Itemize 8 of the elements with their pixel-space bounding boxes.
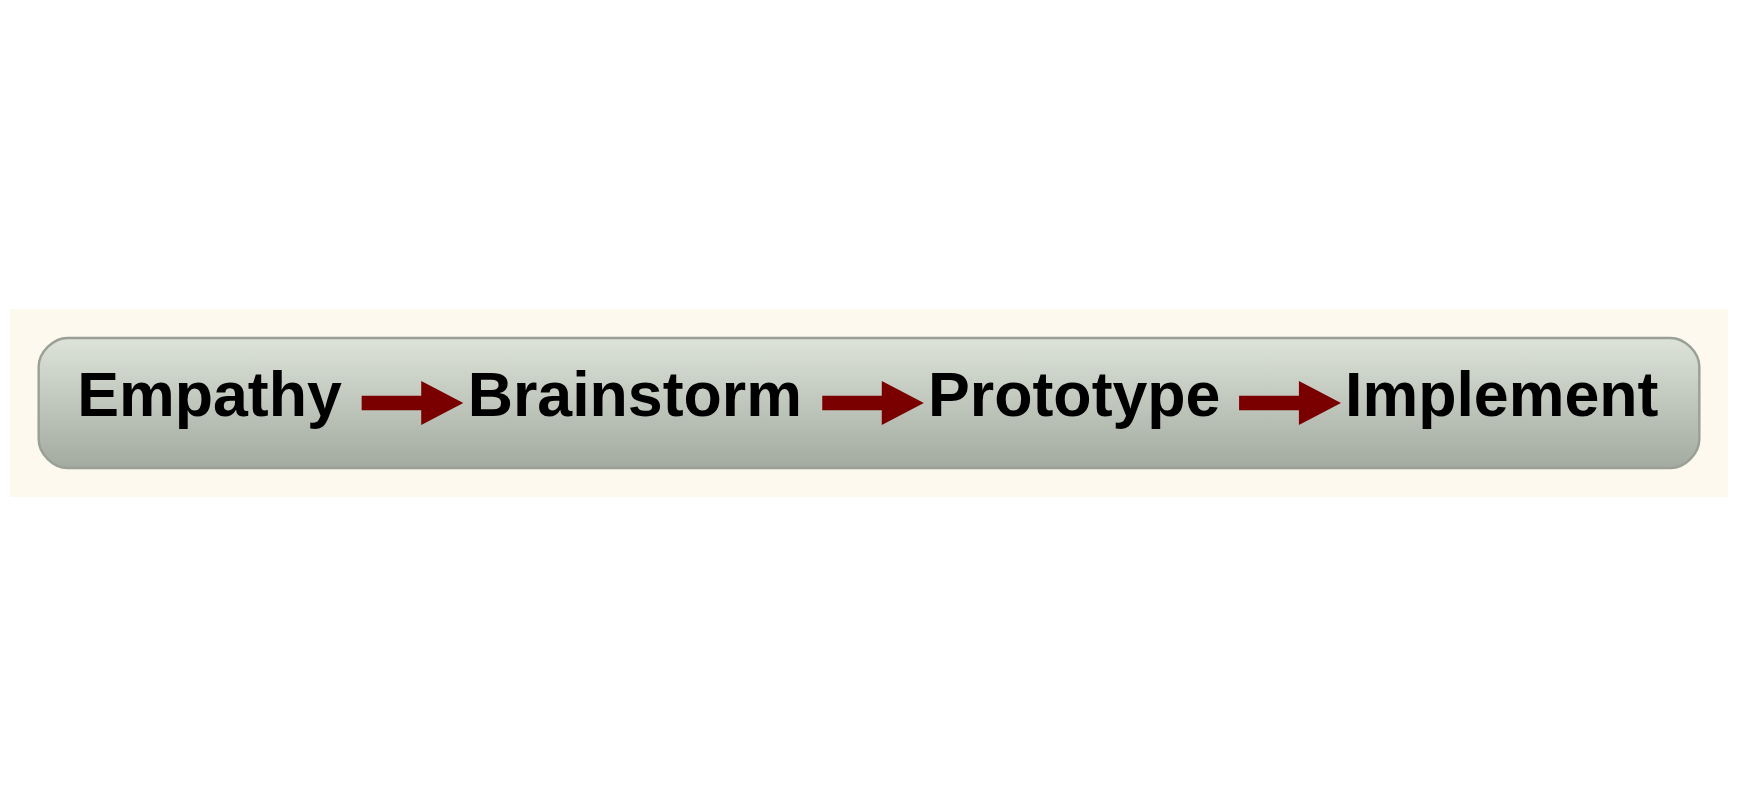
node-text: Brainstorm	[467, 358, 802, 429]
arrow	[822, 380, 924, 425]
node-text: Prototype	[928, 358, 1221, 429]
node-text: Implement	[1345, 358, 1659, 429]
arrow	[361, 380, 464, 425]
node-text: Empathy	[77, 358, 342, 429]
arrow	[1239, 380, 1341, 425]
cluster	[37, 336, 1701, 469]
